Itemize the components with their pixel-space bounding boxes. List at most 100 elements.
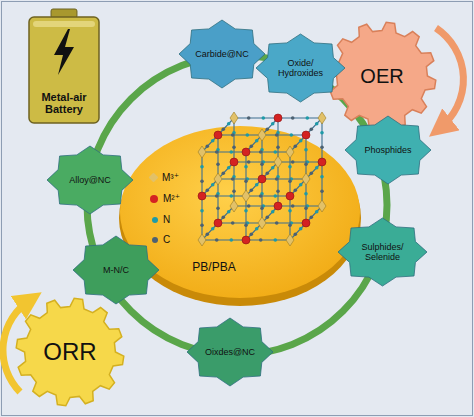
gear-outline — [328, 22, 436, 130]
carbon-atom — [231, 221, 235, 225]
lattice-bond — [218, 222, 262, 223]
m3-atom — [318, 200, 326, 212]
carbon-atom — [244, 180, 248, 184]
lattice-bond — [261, 135, 262, 179]
carbon-atom — [250, 145, 254, 149]
carbon-atom — [320, 146, 324, 150]
m2-atom — [274, 202, 282, 210]
m2-atom — [286, 192, 294, 200]
cycle-arrow — [436, 28, 463, 128]
star-outline — [187, 318, 273, 386]
lattice-bond — [261, 179, 262, 223]
carbon-atom — [206, 189, 210, 193]
carbon-atom — [206, 145, 210, 149]
framework-label: PB/PBA — [179, 258, 249, 278]
nitrogen-atom — [299, 227, 303, 231]
nitrogen-atom — [271, 210, 275, 214]
text-wrap: Metal-air Battery — [33, 91, 95, 116]
lattice-bond — [218, 134, 262, 135]
nitrogen-atom — [288, 165, 292, 169]
nitrogen-atom — [315, 122, 319, 126]
carbon-atom — [250, 233, 254, 237]
lattice-bond — [245, 152, 246, 196]
m3-atom — [198, 234, 206, 246]
battery-body — [29, 17, 99, 123]
nitrogen-atom — [227, 166, 231, 170]
m3-atom — [242, 190, 250, 202]
lattice-bond — [217, 179, 218, 223]
text-wrap: Oxide/ Hydroxides — [271, 58, 331, 79]
lattice-bond — [234, 117, 278, 118]
nitrogen-atom — [274, 238, 278, 242]
node-text: Phosphides — [364, 145, 411, 155]
carbon-atom — [260, 163, 264, 167]
lattice-bond — [201, 152, 202, 196]
carbon-atom — [266, 172, 270, 176]
m3-atom — [274, 156, 282, 168]
nitrogen-atom — [211, 139, 215, 143]
nitrogen-atom — [230, 238, 234, 242]
legend-row: N — [152, 214, 170, 225]
m3-atom — [214, 173, 222, 185]
m2-atom — [318, 158, 326, 166]
material-star: Carbide@NC — [178, 19, 266, 89]
carbon-atom — [310, 216, 314, 220]
carbon-atom — [266, 128, 270, 132]
nitrogen-atom — [315, 166, 319, 170]
m2-atom — [302, 131, 310, 139]
lattice-bond — [305, 179, 306, 223]
m2-atom — [242, 236, 250, 244]
m3-atom — [230, 200, 238, 212]
carbon-atom — [288, 180, 292, 184]
m2-atom — [230, 158, 238, 166]
carbon-atom — [232, 190, 236, 194]
node-text: ORR — [43, 338, 96, 366]
nitrogen-atom — [274, 194, 278, 198]
text-wrap: Carbide@NC — [195, 49, 249, 59]
carbon-atom — [259, 150, 263, 154]
carbon-atom — [222, 128, 226, 132]
green-ring — [87, 55, 387, 355]
battery-shine — [33, 21, 95, 27]
m2-atom — [274, 114, 282, 122]
carbon-atom — [259, 238, 263, 242]
material-star: Oixdes@NC — [186, 317, 274, 387]
nitrogen-atom — [255, 139, 259, 143]
node-text: OER — [360, 65, 403, 88]
carbon-atom — [304, 163, 308, 167]
carbon-atom — [294, 145, 298, 149]
nitrogen-atom — [320, 175, 324, 179]
nitrogen-atom — [304, 192, 308, 196]
node-text: Oxide/ Hydroxides — [271, 58, 331, 79]
nitrogen-atom — [244, 165, 248, 169]
lattice-bond — [262, 222, 306, 223]
pb-lattice — [198, 112, 326, 246]
carbon-atom — [215, 194, 219, 198]
reaction-gear: OER — [326, 20, 438, 132]
carbon-atom — [222, 172, 226, 176]
nitrogen-atom — [230, 150, 234, 154]
lattice-bond — [305, 135, 306, 179]
lattice-bond — [233, 162, 234, 206]
nitrogen-atom — [227, 210, 231, 214]
star-outline — [179, 20, 265, 88]
lattice-bond — [321, 162, 322, 206]
m3-atom — [318, 112, 326, 124]
carbon-atom — [304, 207, 308, 211]
text-wrap: PB/PBA — [192, 261, 235, 275]
carbon-atom — [200, 180, 204, 184]
nitrogen-atom — [246, 133, 250, 137]
legend-text: N — [163, 214, 170, 225]
lattice-bond — [202, 239, 246, 240]
lattice-bond — [218, 178, 262, 179]
lattice-bond — [262, 178, 306, 179]
nitrogen-atom — [271, 166, 275, 170]
nitrogen-atom — [299, 139, 303, 143]
node-text: Sulphides/ Selenide — [353, 242, 413, 263]
lattice-bond — [278, 205, 322, 206]
node-text: M-N/C — [103, 265, 129, 275]
m2-atom — [242, 148, 250, 156]
m3-atom — [258, 129, 266, 141]
lattice-bond — [246, 195, 290, 196]
carbon-atom — [276, 146, 280, 150]
